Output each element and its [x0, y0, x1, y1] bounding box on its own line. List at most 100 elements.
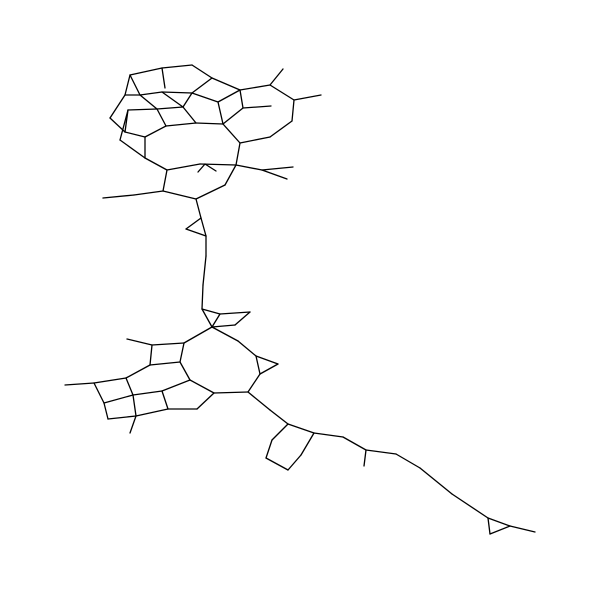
bond-line	[265, 439, 273, 459]
bond-line	[213, 391, 249, 394]
bond-line	[161, 67, 166, 89]
bond-line	[124, 74, 131, 96]
bond-lines	[64, 64, 536, 535]
bond-line	[239, 136, 271, 144]
bond-line	[109, 94, 126, 119]
bond-line	[125, 377, 134, 396]
bond-line	[156, 108, 167, 127]
bond-line	[200, 217, 207, 237]
bond-line	[197, 163, 206, 173]
bond-line	[300, 432, 315, 456]
bond-line	[132, 390, 163, 396]
bond-line	[185, 228, 207, 237]
bond-line	[144, 157, 168, 171]
bond-line	[135, 408, 169, 417]
bond-line	[217, 101, 224, 125]
bond-line	[149, 344, 153, 366]
bond-line	[201, 284, 204, 310]
bond-line	[183, 326, 213, 344]
bond-line	[185, 217, 202, 230]
bond-line	[287, 454, 302, 471]
bond-line	[242, 105, 272, 109]
bond-line	[64, 382, 95, 386]
bond-line	[93, 382, 105, 404]
bond-line	[222, 123, 241, 144]
bond-line	[119, 139, 146, 159]
bond-line	[211, 77, 241, 91]
bond-line	[195, 198, 202, 219]
bond-line	[222, 107, 244, 125]
bond-line	[235, 142, 241, 166]
bond-line	[133, 190, 164, 196]
bond-line	[224, 164, 237, 186]
bond-line	[509, 525, 536, 533]
bond-line	[195, 122, 224, 125]
bond-line	[219, 311, 251, 315]
bond-line	[156, 106, 184, 110]
bond-line	[261, 169, 288, 180]
bond-line	[129, 74, 141, 96]
bond-line	[125, 364, 151, 379]
bond-line	[269, 68, 284, 86]
bond-line	[119, 109, 129, 141]
bond-line	[363, 449, 367, 467]
bond-line	[217, 89, 241, 103]
bond-line	[103, 394, 134, 404]
bond-line	[161, 91, 184, 108]
bond-line	[487, 517, 511, 527]
bond-line	[201, 308, 221, 315]
bond-line	[165, 122, 197, 127]
bond-line	[103, 402, 109, 420]
bond-line	[189, 379, 215, 394]
bond-line	[127, 108, 158, 111]
bond-line	[234, 311, 251, 326]
bond-line	[126, 338, 153, 346]
bond-line	[269, 84, 295, 101]
bond-line	[235, 164, 263, 171]
bond-line	[419, 467, 453, 495]
bond-line	[149, 361, 181, 366]
bond-line	[161, 379, 191, 392]
bond-line	[395, 453, 421, 469]
bond-line	[487, 517, 491, 535]
bond-line	[151, 342, 185, 346]
bond-line	[239, 84, 271, 91]
bond-line	[211, 326, 239, 342]
bond-line	[211, 324, 236, 328]
bond-line	[451, 493, 489, 519]
bond-line	[269, 120, 293, 138]
bond-line	[255, 355, 279, 365]
bond-line	[201, 308, 213, 328]
bond-line	[124, 131, 146, 138]
bond-line	[202, 255, 207, 286]
bond-line	[93, 377, 127, 384]
bond-line	[102, 194, 135, 199]
bond-line	[182, 106, 197, 124]
bond-line	[132, 394, 137, 417]
bond-line	[489, 525, 511, 535]
bond-line	[162, 169, 168, 192]
bond-line	[161, 64, 193, 69]
bond-line	[342, 436, 367, 451]
bond-line	[139, 91, 163, 96]
bond-line	[287, 423, 315, 434]
bond-line	[255, 355, 261, 375]
bond-line	[191, 92, 219, 103]
bond-line	[129, 415, 137, 434]
bond-line	[182, 92, 193, 108]
bond-line	[162, 190, 197, 200]
bond-line	[247, 373, 261, 393]
bond-line	[204, 163, 217, 172]
bond-line	[191, 64, 213, 79]
bond-line	[365, 449, 397, 455]
bond-line	[107, 415, 137, 420]
bond-line	[211, 313, 221, 328]
bond-line	[179, 361, 191, 381]
bond-line	[191, 77, 213, 94]
bond-line	[166, 163, 201, 171]
bond-line	[196, 392, 215, 410]
bond-line	[269, 409, 289, 425]
bond-line	[247, 391, 271, 411]
bond-line	[161, 390, 169, 410]
